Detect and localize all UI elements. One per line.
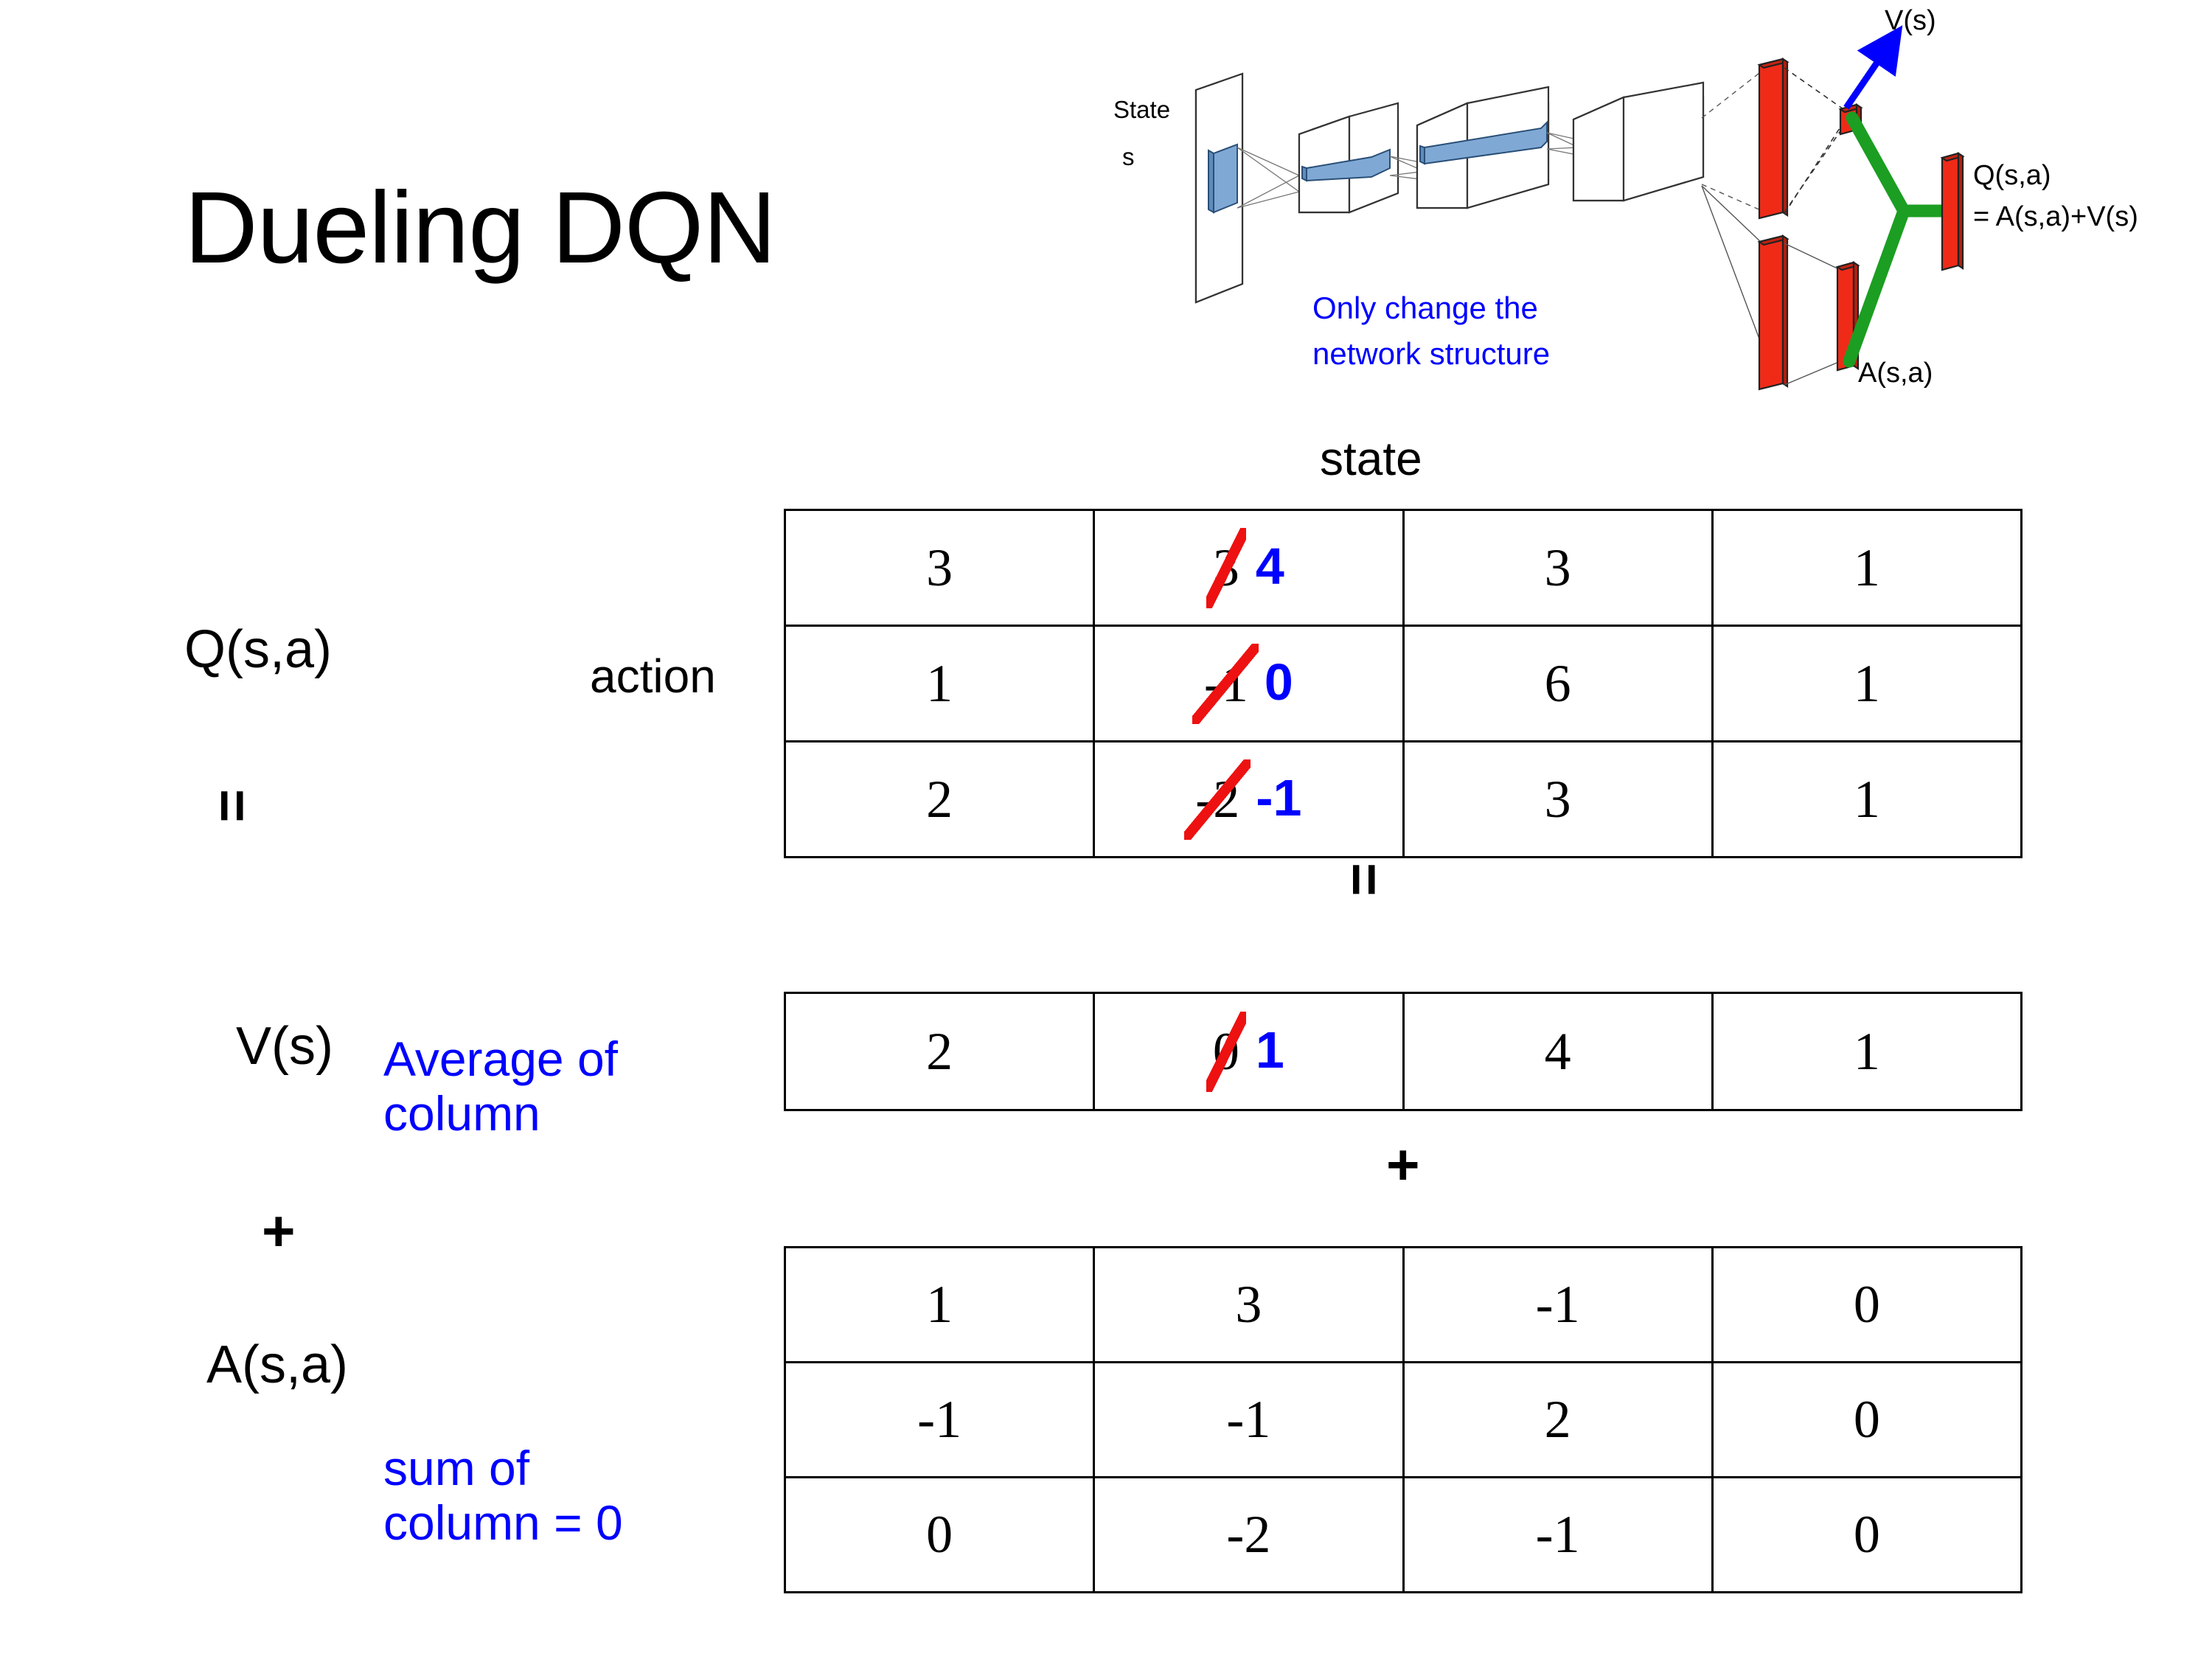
svg-text:Only change the: Only change the (1312, 291, 1538, 325)
table-cell: 4 (1402, 992, 1714, 1111)
table-cell: 1 (783, 1246, 1096, 1363)
svg-text:= A(s,a)+V(s): = A(s,a)+V(s) (1973, 201, 2138, 232)
table-cell: 2 (783, 992, 1096, 1111)
struck-old-value: 0 (1206, 1011, 1246, 1093)
table-cell: 1 (1711, 992, 2023, 1111)
table-cell: -1 (1093, 1361, 1405, 1478)
equals-operator-middle: = (1332, 863, 1397, 897)
table-cell: 1 (1711, 740, 2023, 858)
svg-text:State: State (1113, 96, 1170, 123)
table-cell: 1 (1711, 509, 2023, 627)
table-cell: 1 (783, 625, 1096, 742)
table-cell: 3 (1093, 1246, 1405, 1363)
state-axis-label: state (1320, 432, 1422, 485)
table-cell: -2 (1093, 1476, 1405, 1593)
table-cell: 6 (1402, 625, 1714, 742)
table-cell: -1 (783, 1361, 1096, 1478)
table-cell: 2 (783, 740, 1096, 858)
updated-new-value: 1 (1255, 1021, 1284, 1079)
struck-old-value: -1 (1192, 643, 1259, 725)
table-cell: 2 (1402, 1361, 1714, 1478)
q-function-label: Q(s,a) (184, 620, 333, 679)
svg-text:A(s,a): A(s,a) (1858, 358, 1933, 389)
svg-text:Q(s,a): Q(s,a) (1973, 160, 2051, 191)
table-cell: 0 (1711, 1476, 2023, 1593)
v-function-label: V(s) (236, 1017, 333, 1076)
action-axis-label: action (590, 650, 716, 703)
plus-operator-middle: + (1386, 1132, 1420, 1197)
table-cell: 3 (1402, 740, 1714, 858)
dueling-network-diagram: State s V(s) A(s,a) Q(s,a) = A(s,a)+V(s)… (1106, 0, 2212, 413)
a-function-label: A(s,a) (206, 1335, 349, 1394)
updated-new-value: 0 (1264, 653, 1293, 711)
table-cell: 0 (1711, 1246, 2023, 1363)
struck-old-value: 3 (1206, 527, 1246, 609)
average-of-column-note: Average of column (383, 1032, 619, 1141)
equals-operator-left: = (201, 789, 265, 823)
table-cell: 3 (783, 509, 1096, 627)
table-cell: 0 (783, 1476, 1096, 1593)
svg-text:network structure: network structure (1312, 336, 1550, 371)
page-title: Dueling DQN (184, 171, 776, 285)
table-cell: -1 (1402, 1476, 1714, 1593)
plus-operator-left: + (262, 1198, 296, 1263)
updated-new-value: 4 (1255, 538, 1284, 595)
updated-new-value: -1 (1256, 769, 1302, 827)
svg-text:V(s): V(s) (1885, 5, 1936, 36)
table-cell: 3 (1402, 509, 1714, 627)
svg-text:s: s (1122, 143, 1135, 170)
table-cell: 1 (1711, 625, 2023, 742)
sum-of-column-note: sum of column = 0 (383, 1441, 623, 1550)
table-cell-edited: -2-1 (1093, 740, 1405, 858)
struck-old-value: -2 (1183, 759, 1251, 841)
table-cell: -1 (1402, 1246, 1714, 1363)
table-cell: 0 (1711, 1361, 2023, 1478)
